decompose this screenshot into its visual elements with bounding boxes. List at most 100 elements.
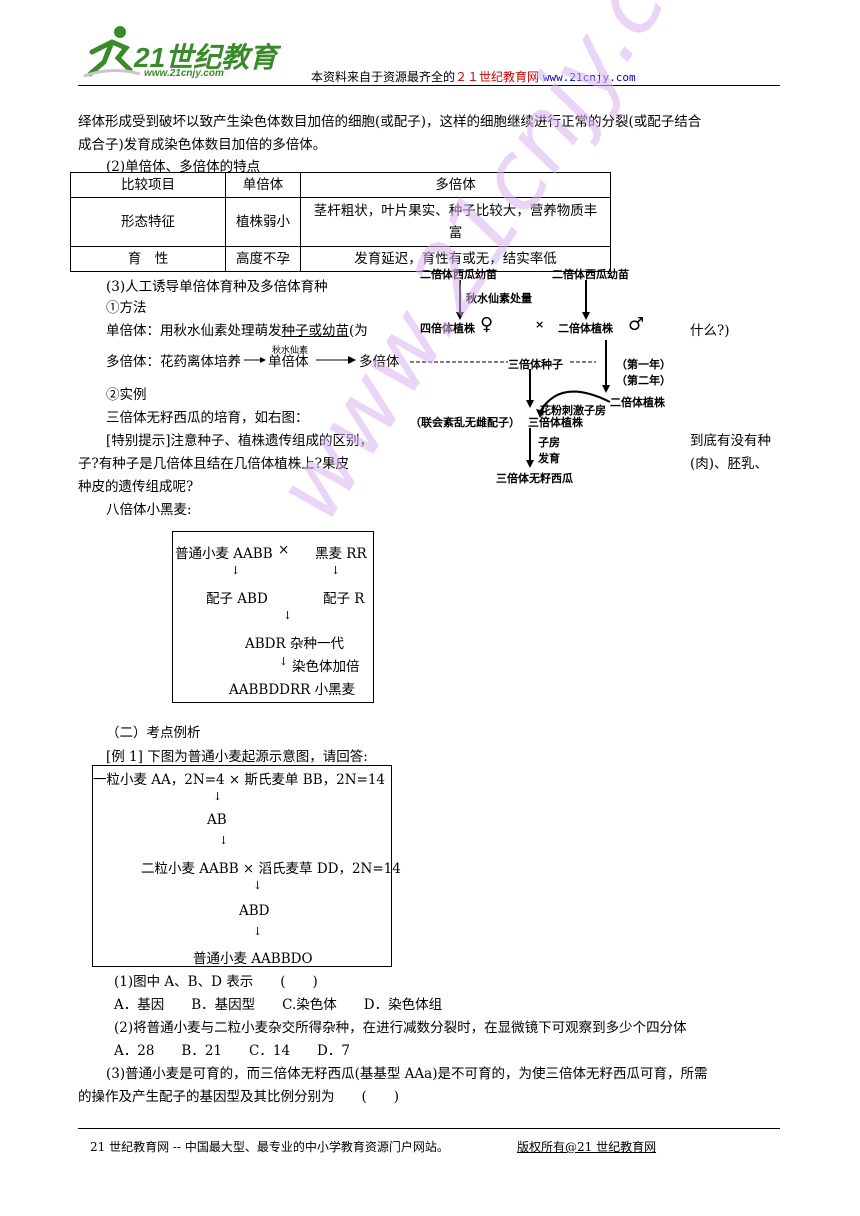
question: (1)图中 A、B、D 表示 ( ) bbox=[114, 974, 318, 990]
polyploid-mid: 单倍体 bbox=[268, 354, 309, 370]
example-title: ②实例 bbox=[106, 387, 147, 403]
diagram-label: 发育 bbox=[538, 452, 560, 465]
question-options: A．28 B．21 C．14 D．7 bbox=[114, 1043, 350, 1059]
question: 的操作及产生配子的基因型及其比例分别为 ( ) bbox=[78, 1089, 400, 1105]
box-text: ABDR 杂种一代 bbox=[245, 636, 344, 652]
box-text: 一粒小麦 AA，2N=4 × 斯氏麦单 BB，2N=14 bbox=[93, 772, 386, 788]
box-text: 普通小麦 AABB bbox=[175, 546, 273, 562]
diagram-arrows bbox=[410, 280, 611, 468]
polyploid-text: 多倍体：花药离体培养 bbox=[106, 354, 241, 370]
table-row: 育 性 高度不孕 发育延迟，育性有或无，结实率低 bbox=[70, 246, 611, 272]
haploid-line: 单倍体：用秋水仙素处理萌发种子或幼苗(为 bbox=[106, 319, 368, 339]
diagram-label: （第一年） bbox=[616, 358, 671, 371]
example-line: 三倍体无籽西瓜的培育，如右图： bbox=[106, 410, 309, 426]
diagram-label: （联会紊乱无雌配子） bbox=[410, 416, 520, 429]
table-header-row: 比较项目 单倍体 多倍体 bbox=[70, 172, 611, 198]
haploid-line-tail: 什么?) bbox=[690, 323, 730, 339]
box-text: 配子 R bbox=[323, 591, 365, 607]
footer-rule bbox=[78, 1128, 780, 1129]
header-source: 本资料来自于资源最齐全的２１世纪教育网 www.21cnjy.com bbox=[311, 68, 636, 85]
question-options: A．基因 B．基因型 C.染色体 D．染色体组 bbox=[114, 997, 443, 1013]
table-cell: 形态特征 bbox=[70, 197, 226, 247]
paragraph-line: 成合子)发育成染色体数目加倍的多倍体。 bbox=[78, 137, 327, 153]
table-cell: 育 性 bbox=[70, 246, 226, 272]
diagram-label: 二倍体西瓜幼苗 bbox=[420, 268, 497, 281]
diagram-label: 子房 bbox=[538, 436, 560, 449]
tip-line: [特别提示]注意种子、植株遗传组成的区别， bbox=[106, 433, 374, 449]
male-icon: ♂ bbox=[628, 314, 645, 335]
header-rule bbox=[78, 85, 780, 86]
polyploid-end: 多倍体 bbox=[359, 354, 400, 370]
watermelon-diagram: 二倍体西瓜幼苗 二倍体西瓜幼苗 秋水仙素处量 四倍体植株 ♀ × 二倍体植株 ♂… bbox=[410, 262, 680, 487]
diagram-label: 秋水仙素处量 bbox=[466, 292, 532, 305]
diagram-label: 二倍体植株 bbox=[610, 396, 665, 409]
box-text: ABD bbox=[239, 903, 270, 919]
box-text: 染色体加倍 bbox=[292, 659, 360, 675]
arrow-icon bbox=[316, 356, 356, 364]
down-arrow-icon: ↓ bbox=[331, 564, 341, 577]
polyploid-line: 多倍体：花药离体培养 bbox=[106, 350, 241, 370]
table-row: 形态特征 植株弱小 茎杆粗状，叶片果实、种子比较大，营养物质丰富 bbox=[70, 197, 611, 247]
arrow-label: 秋水仙素 bbox=[272, 346, 309, 356]
down-arrow-icon: ↓ bbox=[219, 834, 229, 847]
logo-url-text: www.21cnjy.com bbox=[144, 68, 224, 79]
table-cell: 高度不孕 bbox=[225, 246, 301, 272]
section-title: （二）考点例析 bbox=[106, 725, 201, 741]
diagram-label: （第二年） bbox=[616, 374, 671, 387]
box-text: 二粒小麦 AABB × 滔氏麦草 DD，2N=14 bbox=[141, 861, 401, 877]
diagram-label: 三倍体无籽西瓜 bbox=[496, 472, 573, 485]
down-arrow-icon: ↓ bbox=[283, 609, 293, 622]
diagram-label: 二倍体西瓜幼苗 bbox=[552, 268, 629, 281]
diagram-label: 花粉刺激子房 bbox=[540, 404, 606, 417]
table-cell: 茎杆粗状，叶片果实、种子比较大，营养物质丰富 bbox=[300, 197, 611, 247]
down-arrow-icon: ↓ bbox=[253, 879, 263, 892]
box-text: 配子 ABD bbox=[206, 591, 268, 607]
tip-line: (肉)、胚乳、 bbox=[690, 456, 769, 472]
logo-main-text: 21世纪教育 bbox=[134, 42, 278, 73]
diagram-label: 四倍体植株 bbox=[420, 322, 475, 335]
down-arrow-icon: ↓ bbox=[253, 925, 263, 938]
box-text: × bbox=[278, 542, 290, 558]
table-header-cell: 单倍体 bbox=[225, 172, 301, 198]
method-title: ①方法 bbox=[106, 300, 147, 316]
box-text: 黑麦 RR bbox=[315, 546, 367, 562]
diagram-label: 三倍体种子 bbox=[508, 358, 563, 371]
comparison-table: 比较项目 单倍体 多倍体 形态特征 植株弱小 茎杆粗状，叶片果实、种子比较大，营… bbox=[70, 172, 611, 272]
wheat-origin-box: 一粒小麦 AA，2N=4 × 斯氏麦单 BB，2N=14 ↓ AB ↓ 二粒小麦… bbox=[92, 765, 401, 967]
footer-copyright-link[interactable]: 版权所有@21 世纪教育网 bbox=[517, 1140, 657, 1154]
footer-text: 21 世纪教育网 -- 中国最大型、最专业的中小学教育资源门户网站。 bbox=[90, 1140, 449, 1154]
box-text: 普通小麦 AABBDO bbox=[193, 951, 313, 967]
down-arrow-icon: ↓ bbox=[279, 655, 289, 668]
table-header-cell: 多倍体 bbox=[300, 172, 611, 198]
runner-logo-icon bbox=[83, 26, 141, 78]
diagram-label: 二倍体植株 bbox=[558, 322, 613, 335]
example-intro: [例 1] 下图为普通小麦起源示意图，请回答: bbox=[106, 749, 368, 765]
triticale-title: 八倍体小黑麦: bbox=[106, 502, 192, 518]
table-cell: 发育延迟，育性有或无，结实率低 bbox=[300, 246, 611, 272]
box-text: AABBDDRR 小黑麦 bbox=[229, 682, 356, 698]
source-site-link[interactable]: ２１世纪教育网 bbox=[455, 70, 540, 84]
diagram-label: × bbox=[535, 318, 545, 331]
table-header-cell: 比较项目 bbox=[70, 172, 226, 198]
tip-line: 子?有种子是几倍体且结在几倍体植株上?果皮 bbox=[78, 456, 349, 472]
triticale-box: 普通小麦 AABB × 黑麦 RR ↓ ↓ 配子 ABD 配子 R ↓ ABDR… bbox=[172, 531, 374, 703]
female-icon: ♀ bbox=[480, 314, 494, 335]
haploid-text: 单倍体：用秋水仙素处理萌发 bbox=[106, 323, 282, 339]
arrow-icon bbox=[244, 357, 266, 363]
box-text: AB bbox=[207, 812, 227, 828]
question: (3)普通小麦是可育的，而三倍体无籽西瓜(基基型 AAa)是不可育的，为使三倍体… bbox=[106, 1066, 708, 1082]
source-text: 本资料来自于资源最齐全的 bbox=[311, 70, 456, 84]
tip-line: 种皮的遗传组成呢? bbox=[78, 479, 194, 495]
paragraph-line: 绎体形成受到破坏以致产生染色体数目加倍的细胞(或配子)，这样的细胞继续进行正常的… bbox=[78, 114, 702, 130]
down-arrow-icon: ↓ bbox=[213, 790, 223, 803]
section-title: (2)单倍体、多倍体的特点 bbox=[106, 159, 261, 175]
logo: 21世纪教育 www.21cnjy.com bbox=[82, 22, 282, 82]
question: (2)将普通小麦与二粒小麦杂交所得杂种，在进行减数分裂时，在显微镜下可观察到多少… bbox=[114, 1020, 687, 1036]
section-title: (3)人工诱导单倍体育种及多倍体育种 bbox=[106, 279, 328, 295]
haploid-underlined-text: 种子或幼苗 bbox=[281, 323, 350, 339]
haploid-text-tail: (为 bbox=[349, 323, 368, 339]
source-url-link[interactable]: www.21cnjy.com bbox=[542, 71, 636, 84]
tip-line: 到底有没有种 bbox=[690, 433, 771, 449]
down-arrow-icon: ↓ bbox=[231, 564, 241, 577]
diagram-label: 三倍体植株 bbox=[528, 416, 583, 429]
